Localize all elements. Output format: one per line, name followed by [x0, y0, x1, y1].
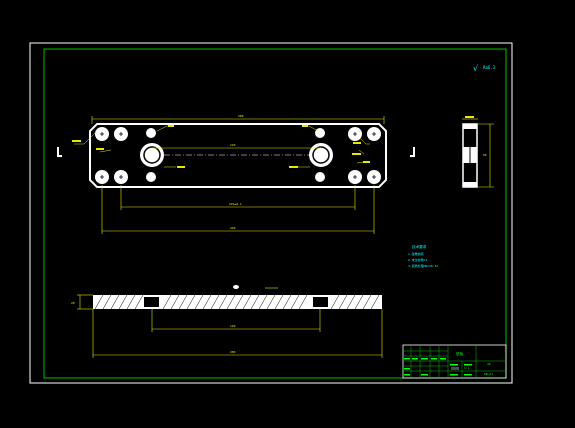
section-hatching — [94, 294, 380, 310]
title-block-material: 45 — [487, 362, 491, 366]
title-block: 垫板 45 DB-01 1:1 — [402, 344, 507, 379]
dim-section-slot — [151, 309, 321, 332]
section-slot-left — [144, 297, 159, 307]
notes-title: 技术要求 — [412, 244, 427, 249]
sheet-border — [29, 42, 513, 384]
section-marker-right — [410, 147, 415, 157]
dim-section-total-label: 280 — [230, 350, 236, 354]
counterbore-inner — [143, 146, 161, 164]
notes-line-2: 2.未注倒角C1 — [408, 257, 427, 262]
section-view: 20 120 280 — [71, 285, 383, 358]
leader-text-blocks — [72, 125, 370, 168]
title-block-part-name: 垫板 — [456, 351, 464, 356]
title-block-ticks — [451, 367, 459, 370]
dim-side-height-label: 60 — [483, 153, 487, 157]
counterbore-inner — [312, 146, 330, 164]
dim-section-thickness — [77, 294, 93, 310]
title-block-scale: 1:1 — [464, 366, 470, 370]
side-bottom-hatch — [463, 182, 477, 187]
title-block-grid — [403, 345, 506, 378]
dim-section-total — [92, 309, 383, 358]
dim-side-top-label — [465, 116, 474, 118]
counterbore-right — [309, 143, 333, 167]
pin-holes — [146, 128, 325, 182]
counterbore-left — [140, 143, 164, 167]
hole-centre-marks — [100, 132, 376, 179]
section-slot-right — [313, 297, 328, 307]
pin-hole — [315, 128, 325, 138]
dim-hole-row-label: 224±0.1 — [229, 202, 242, 206]
title-block-drawing-no: DB-01 — [484, 372, 493, 376]
dim-overall-width — [101, 185, 375, 234]
pin-hole — [146, 172, 156, 182]
side-top-hatch — [463, 124, 477, 129]
leader-labels — [74, 125, 370, 168]
technical-notes: 技术要求 1.锐角倒钝 2.未注倒角C1 3.调质处理HRC28-32 — [408, 244, 438, 268]
notes-line-3: 3.调质处理HRC28-32 — [408, 263, 438, 268]
section-mark — [233, 285, 239, 289]
notes-line-1: 1.锐角倒钝 — [408, 251, 424, 256]
dim-hole-row — [120, 185, 356, 210]
dim-top-overall — [91, 116, 385, 124]
title-block-cell-marks — [404, 358, 472, 376]
roughness-value: Ra6.3 — [483, 65, 496, 70]
pin-hole — [315, 172, 325, 182]
plate-outline — [89, 123, 387, 188]
bolt-hole-row-bottom — [95, 170, 381, 184]
roughness-mark: √ Ra6.3 — [473, 64, 496, 73]
roughness-symbol: √ — [473, 64, 479, 73]
dim-section-thickness-label: 20 — [71, 301, 75, 305]
dim-hole-spacing-label: 120 — [230, 143, 236, 147]
dim-section-slot-label: 120 — [230, 324, 236, 328]
drawing-frame — [43, 48, 507, 379]
dim-top-overall-label: 280 — [238, 114, 244, 118]
dim-side-height — [462, 118, 494, 188]
title-block-frame — [402, 344, 507, 379]
top-view: 280 120 224±0.1 240 — [57, 114, 415, 234]
bolt-hole-row-top — [95, 127, 381, 141]
section-marker-left — [57, 147, 62, 157]
side-view: 60 — [462, 116, 494, 188]
dim-overall-width-label: 240 — [230, 226, 236, 230]
pin-hole — [146, 128, 156, 138]
